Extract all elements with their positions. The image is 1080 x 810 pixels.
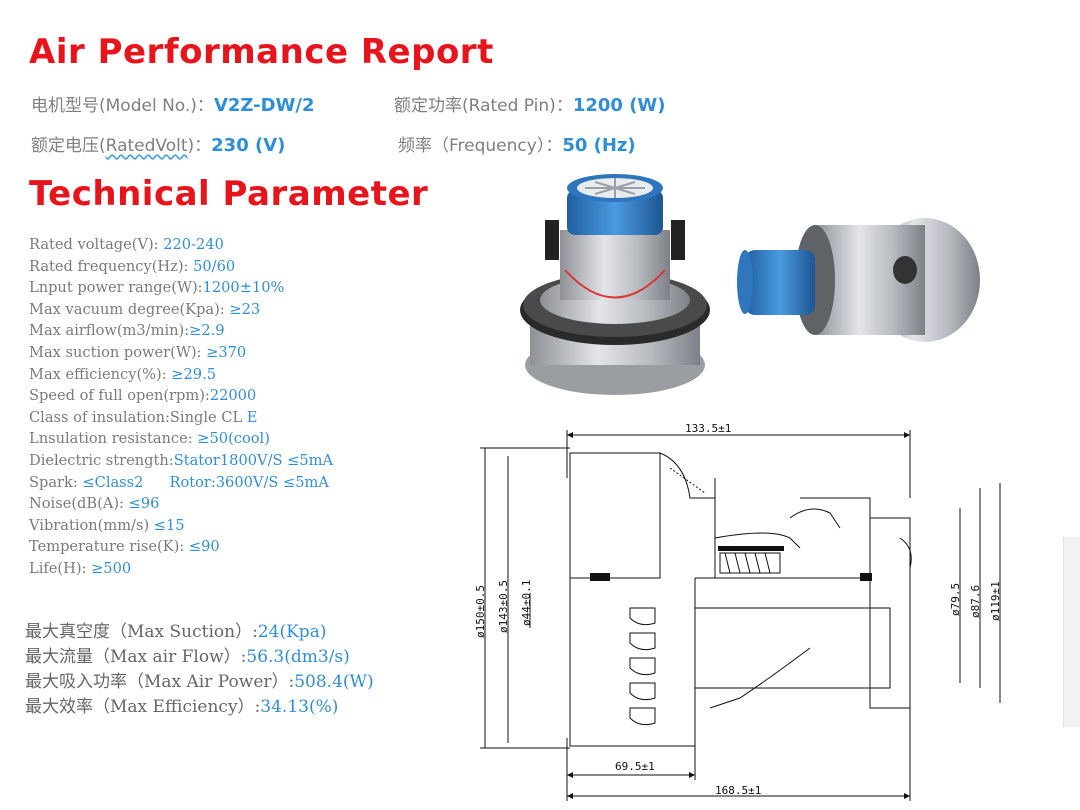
param-label: Dielectric strength: xyxy=(29,451,174,469)
param-row: Noise(dB(A): ≤96 xyxy=(29,493,333,515)
param-label: Spark: xyxy=(29,473,83,491)
param-label: Temperature rise(K): xyxy=(29,538,189,556)
param-value: ≤Class2 xyxy=(82,473,144,491)
volt-label-prefix: 额定电压( xyxy=(31,136,106,156)
param-row: Max airflow(m3/min):≥2.9 xyxy=(29,320,333,342)
param-value: ≥500 xyxy=(91,559,132,577)
max-value: 56.3(dm3/s) xyxy=(246,647,350,667)
param-value: 1200±10% xyxy=(202,279,285,297)
param-label: Speed of full open(rpm): xyxy=(29,387,210,405)
param-label: Lnput power range(W): xyxy=(29,279,203,297)
param-label: Max airflow(m3/min): xyxy=(29,322,190,340)
param-label: Rated voltage(V): xyxy=(29,236,164,253)
param-value: 220-240 xyxy=(163,236,224,253)
max-value-row: 最大流量（Max air Flow）:56.3(dm3/s) xyxy=(25,645,374,670)
param-label: Max vacuum degree(Kpa): xyxy=(29,300,230,318)
param-value: ≥23 xyxy=(229,300,261,318)
param-label: Noise(dB(A): xyxy=(29,495,129,513)
param-value: ≤15 xyxy=(153,516,185,534)
rated-pin-label: 额定功率(Rated Pin)： xyxy=(394,96,573,116)
motor-product-photo xyxy=(520,174,980,395)
dim-label-bottom-total: 168.5±1 xyxy=(715,784,761,797)
param-label: Class of insulation:Single CL xyxy=(29,408,247,426)
param-label: Rated frequency(Hz): xyxy=(29,257,194,275)
model-value: V2Z-DW/2 xyxy=(213,95,315,116)
volt-info: 额定电压(RatedVolt)：230 (V) xyxy=(31,131,285,156)
dim-label-bottom-inner: 69.5±1 xyxy=(615,760,655,773)
dia-label-79: ø79.5 xyxy=(949,583,962,616)
param-row: Lnsulation resistance: ≥50(cool) xyxy=(29,428,333,450)
param-row: Max vacuum degree(Kpa): ≥23 xyxy=(29,299,333,321)
dia-label-150: ø150±0.5 xyxy=(474,585,487,638)
param-value: ≤90 xyxy=(188,538,220,556)
dia-label-143: ø143±0.5 xyxy=(497,580,510,633)
volt-label-suffix: )： xyxy=(187,136,212,156)
param-value: ≥29.5 xyxy=(171,365,217,383)
model-info: 电机型号(Model No.)：V2Z-DW/2 xyxy=(31,91,315,116)
param-label: Life(H): xyxy=(29,559,92,577)
max-values-list: 最大真空度（Max Suction）:24(Kpa) 最大流量（Max air … xyxy=(25,620,374,720)
rated-pin-value: 1200 (W) xyxy=(572,95,666,116)
param-row: Spark: ≤Class2 Rotor:3600V/S ≤5mA xyxy=(29,472,333,494)
param-value: ≥2.9 xyxy=(189,322,225,340)
param-value: Stator1800V/S ≤5mA xyxy=(173,451,334,469)
param-label: Max efficiency(%): xyxy=(29,365,172,383)
param-value: ≥370 xyxy=(206,343,247,361)
param-value-secondary: Rotor:3600V/S ≤5mA xyxy=(169,473,329,491)
volt-value: 230 (V) xyxy=(211,135,286,156)
frequency-label: 频率（Frequency）： xyxy=(398,136,563,156)
max-value-row: 最大效率（Max Efficiency）:34.13(%) xyxy=(25,695,374,720)
param-value: 22000 xyxy=(209,387,257,405)
max-label: 最大真空度（Max Suction）: xyxy=(25,622,258,642)
air-performance-title: Air Performance Report xyxy=(29,32,494,72)
dia-label-87: ø87.6 xyxy=(969,585,982,618)
motor-technical-drawing: 133.5±1 69.5±1 168.5±1 ø150±0.5 ø143±0.5… xyxy=(474,422,1002,801)
max-label: 最大效率（Max Efficiency）: xyxy=(25,697,261,717)
upright-motor xyxy=(520,174,710,395)
param-row: Life(H): ≥500 xyxy=(29,558,333,580)
param-row: Class of insulation:Single CL E xyxy=(29,407,333,429)
param-label: Max suction power(W): xyxy=(29,343,207,361)
max-label: 最大流量（Max air Flow）: xyxy=(25,647,247,667)
max-value: 24(Kpa) xyxy=(257,622,327,642)
max-value-row: 最大吸入功率（Max Air Power）:508.4(W) xyxy=(25,670,374,695)
param-value: ≤96 xyxy=(128,495,160,513)
dim-label-top: 133.5±1 xyxy=(685,422,731,435)
max-label: 最大吸入功率（Max Air Power）: xyxy=(25,672,295,692)
max-value: 34.13(%) xyxy=(260,697,339,717)
model-label: 电机型号(Model No.)： xyxy=(31,96,214,116)
param-row: Temperature rise(K): ≤90 xyxy=(29,536,333,558)
param-label: Vibration(mm/s) xyxy=(29,516,154,534)
max-value: 508.4(W) xyxy=(294,672,374,692)
dia-label-44: ø44±0.1 xyxy=(520,580,533,626)
side-motor xyxy=(737,218,980,342)
side-panel-edge xyxy=(1063,537,1080,727)
max-value-row: 最大真空度（Max Suction）:24(Kpa) xyxy=(25,620,374,645)
frequency-info: 频率（Frequency）：50 (Hz) xyxy=(398,131,636,156)
param-row: Rated voltage(V): 220-240 xyxy=(29,234,333,256)
param-row: Max suction power(W): ≥370 xyxy=(29,342,333,364)
param-value: 50/60 xyxy=(193,257,236,275)
technical-parameter-title: Technical Parameter xyxy=(29,174,429,214)
param-value: E xyxy=(246,408,258,426)
param-value: ≥50(cool) xyxy=(197,430,270,448)
param-row: Max efficiency(%): ≥29.5 xyxy=(29,364,333,386)
param-row: Speed of full open(rpm):22000 xyxy=(29,385,333,407)
param-row: Vibration(mm/s) ≤15 xyxy=(29,515,333,537)
technical-parameter-list: Rated voltage(V): 220-240 Rated frequenc… xyxy=(29,234,333,580)
param-row: Lnput power range(W):1200±10% xyxy=(29,277,333,299)
volt-label-underlined: RatedVolt xyxy=(105,136,188,156)
rated-pin-info: 额定功率(Rated Pin)：1200 (W) xyxy=(394,91,666,116)
param-row: Dielectric strength:Stator1800V/S ≤5mA xyxy=(29,450,333,472)
param-label: Lnsulation resistance: xyxy=(29,430,198,448)
frequency-value: 50 (Hz) xyxy=(562,135,636,156)
dia-label-119: ø119±1 xyxy=(989,581,1002,621)
param-row: Rated frequency(Hz): 50/60 xyxy=(29,256,333,278)
